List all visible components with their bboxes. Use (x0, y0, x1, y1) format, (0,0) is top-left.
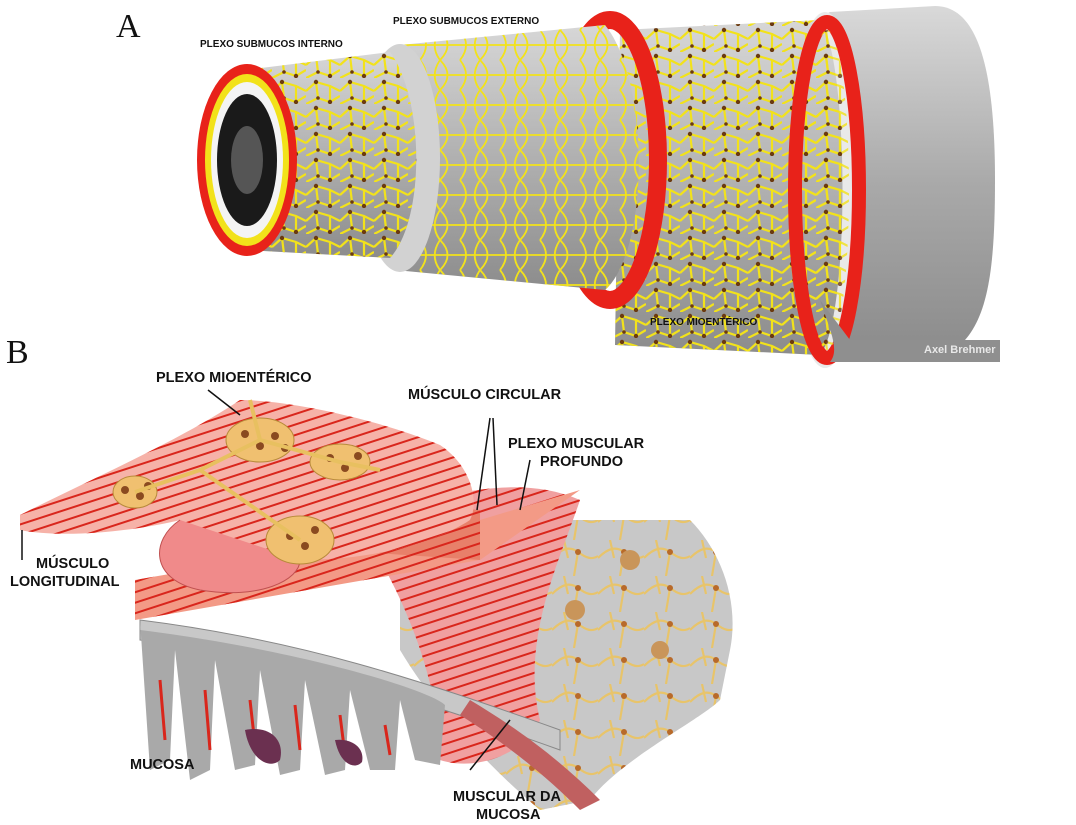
label-myenteric-plexus-b: PLEXO MIOENTÉRICO (156, 370, 312, 387)
label-mucosa: MUCOSA (130, 757, 194, 774)
label-longitudinal-muscle-line2: LONGITUDINAL (10, 574, 120, 591)
label-longitudinal-muscle-line1: MÚSCULO (36, 556, 109, 573)
label-deep-muscular-plexus-line1: PLEXO MUSCULAR (508, 436, 644, 453)
label-deep-muscular-plexus-line2: PROFUNDO (540, 454, 623, 471)
label-circular-muscle: MÚSCULO CIRCULAR (408, 387, 561, 404)
label-muscularis-mucosa-line2: MUCOSA (476, 807, 540, 824)
label-muscularis-mucosa-line1: MUSCULAR DA (453, 789, 561, 806)
